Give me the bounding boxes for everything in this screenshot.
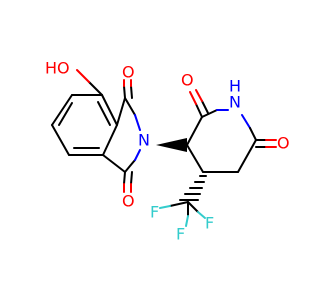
bond-ctop-n	[124, 97, 136, 116]
bond-c6-ctop	[116, 97, 126, 126]
molecule-structure-diagram: HO O O N N H O O F F F	[45, 59, 290, 244]
label-f1: F	[150, 203, 159, 222]
label-n-imide: N	[138, 131, 150, 150]
bond-co-top-2	[130, 85, 133, 99]
bond-c2-c3	[51, 94, 73, 126]
imide-ring	[102, 97, 141, 173]
bond-c6-c1	[101, 94, 118, 126]
bond-c3-c4	[51, 124, 70, 156]
hashed-bond-c4-cf3	[179, 175, 207, 201]
bond-c4-c3	[186, 144, 204, 173]
bond-c2-o-2b	[195, 89, 203, 102]
wedge-bond-n-c3	[156, 138, 187, 152]
bond-c1-oh-c	[88, 81, 103, 96]
label-f3: F	[205, 214, 214, 233]
bond-cf3-f1b	[159, 205, 171, 209]
bond-c5-cbot	[102, 154, 126, 173]
bond-nh-c6	[241, 114, 251, 129]
bond-c3-c2	[186, 116, 203, 146]
benzene-ring	[51, 94, 118, 156]
bond-cbot-n	[124, 159, 136, 173]
bond-c6-c1-inner	[97, 101, 111, 126]
bond-cf3-f1	[169, 201, 189, 207]
bond-cbot-n-b	[134, 149, 141, 161]
label-hydroxyl: HO	[45, 59, 70, 78]
bond-c1-oh-o	[76, 69, 90, 83]
bond-c5-c6	[102, 124, 118, 156]
bond-co-bot-2	[130, 171, 133, 185]
bond-c2-nh	[201, 109, 218, 118]
label-o-piperidine-top: O	[181, 71, 194, 90]
bond-co-bot-1	[123, 171, 126, 185]
bond-c6-c5	[237, 139, 257, 173]
bond-c2-o-1	[195, 103, 203, 118]
bond-ctop-n-b	[134, 114, 141, 131]
label-h-amide: H	[229, 77, 241, 96]
label-o-piperidine-right: O	[277, 134, 290, 153]
bond-cf3-f3b	[197, 211, 206, 219]
bond-c2-o-2	[201, 100, 209, 114]
bond-nh-c6-b	[249, 127, 257, 141]
label-f2: F	[176, 225, 185, 244]
bond-cf3-f2b	[185, 215, 189, 227]
label-o-imide-top: O	[122, 63, 135, 82]
bond-c2-o-1b	[189, 91, 197, 105]
bond-cf3-f3	[187, 201, 199, 213]
label-n-amide: N	[229, 93, 241, 112]
bond-co-top-1	[123, 85, 126, 99]
label-o-imide-bottom: O	[122, 192, 135, 211]
piperidine-ring	[186, 109, 257, 173]
bond-c2-c3-inner	[58, 102, 73, 126]
